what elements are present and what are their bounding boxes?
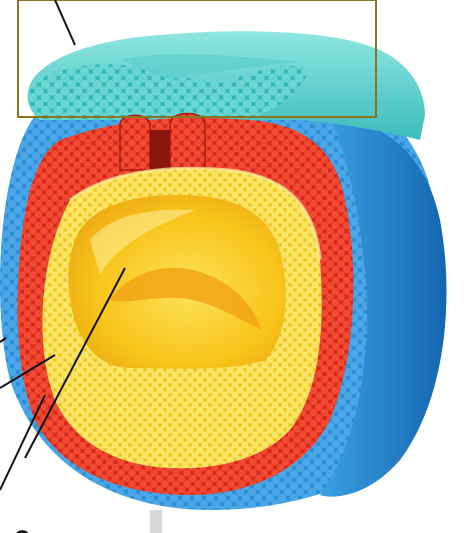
floor-strip bbox=[150, 510, 162, 533]
leader-line-box bbox=[55, 0, 75, 45]
cropped-label: a bbox=[14, 520, 31, 533]
